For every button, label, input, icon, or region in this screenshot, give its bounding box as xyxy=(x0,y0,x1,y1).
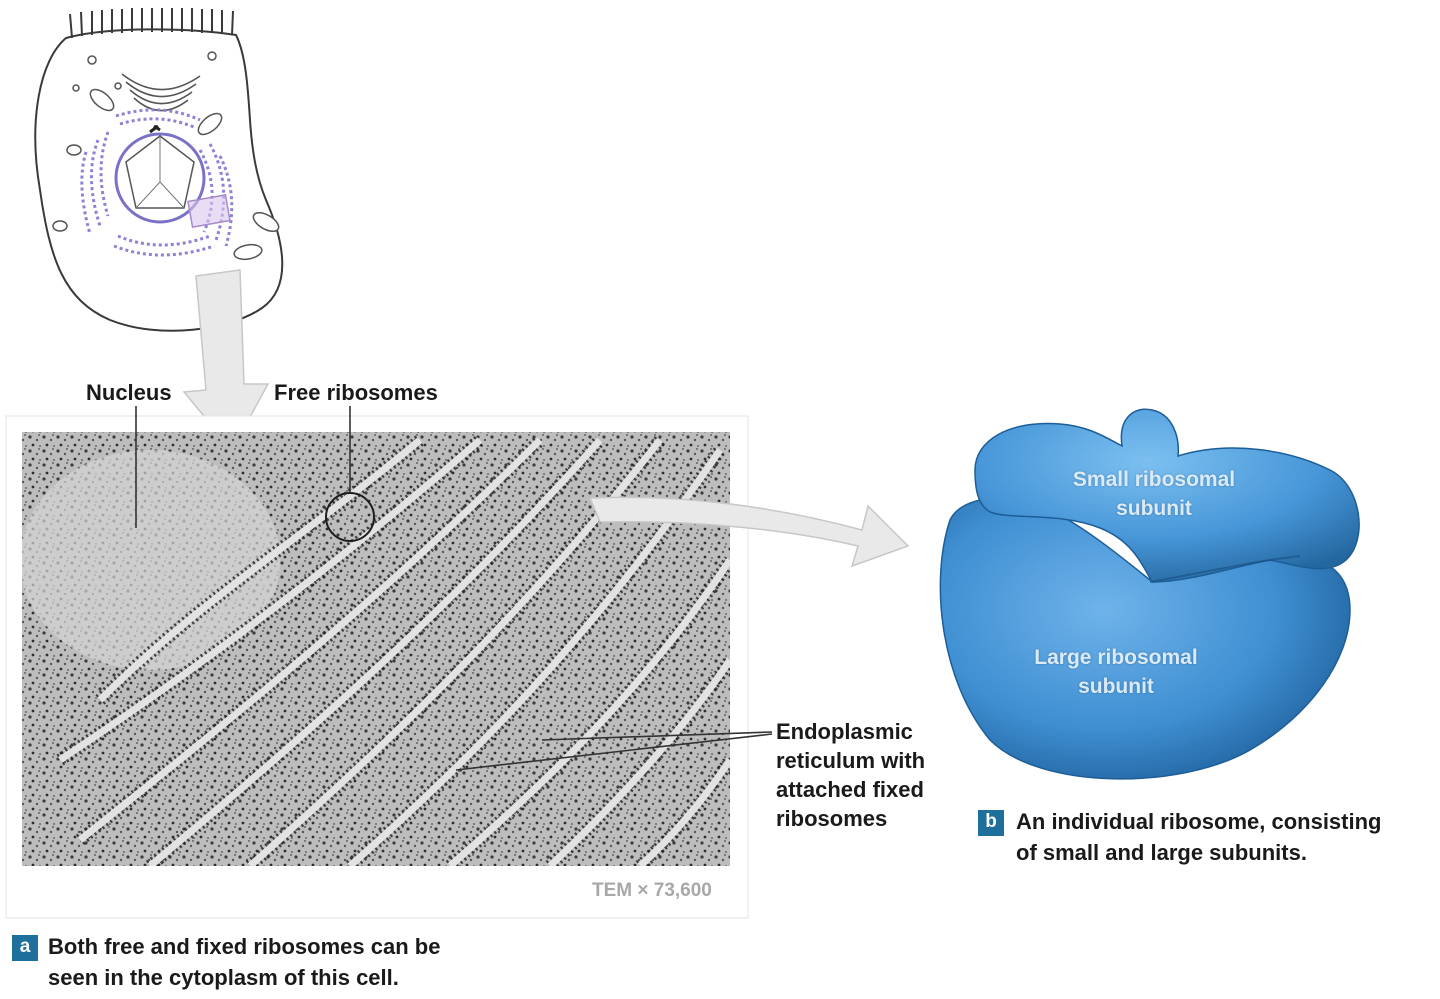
caption-a-badge: a xyxy=(12,935,38,961)
golgi-apparatus xyxy=(121,73,201,112)
caption-a-line2: seen in the cytoplasm of this cell. xyxy=(48,965,399,990)
er-label-line4: ribosomes xyxy=(776,806,888,831)
highlight-region xyxy=(187,194,231,228)
large-subunit-label-line1: Large ribosomal xyxy=(1034,646,1198,669)
tem-nucleus-region xyxy=(22,450,280,670)
small-subunit-shape xyxy=(974,408,1360,583)
free-ribosomes-label: Free ribosomes xyxy=(274,380,438,405)
caption-b-badge: b xyxy=(978,810,1004,836)
small-subunit-label-line2: subunit xyxy=(1116,497,1192,520)
caption-a-line1: Both free and fixed ribosomes can be xyxy=(48,934,441,959)
caption-b-line2: of small and large subunits. xyxy=(1016,840,1307,865)
ribosome-model xyxy=(939,408,1360,780)
centrioles xyxy=(149,124,161,134)
er-cisternae xyxy=(56,435,730,866)
mitochondria xyxy=(52,51,280,261)
er-label-line3: attached fixed xyxy=(776,777,924,802)
er-label-line2: reticulum with xyxy=(776,748,926,773)
cell-diagram xyxy=(34,8,284,332)
microvilli xyxy=(69,8,234,39)
leader-lines xyxy=(135,406,773,771)
tem-micrograph xyxy=(5,415,749,919)
rough-er xyxy=(80,108,234,257)
small-subunit-label-line1: Small ribosomal xyxy=(1072,468,1236,491)
arrow-tem-to-ribosome xyxy=(588,496,910,568)
er-label-line1: Endoplasmic xyxy=(776,719,913,744)
caption-b-line1: An individual ribosome, consisting xyxy=(1016,809,1382,834)
magnification-label: TEM × 73,600 xyxy=(592,880,712,901)
nucleus-label: Nucleus xyxy=(86,380,172,405)
large-subunit-label-line2: subunit xyxy=(1078,675,1154,698)
